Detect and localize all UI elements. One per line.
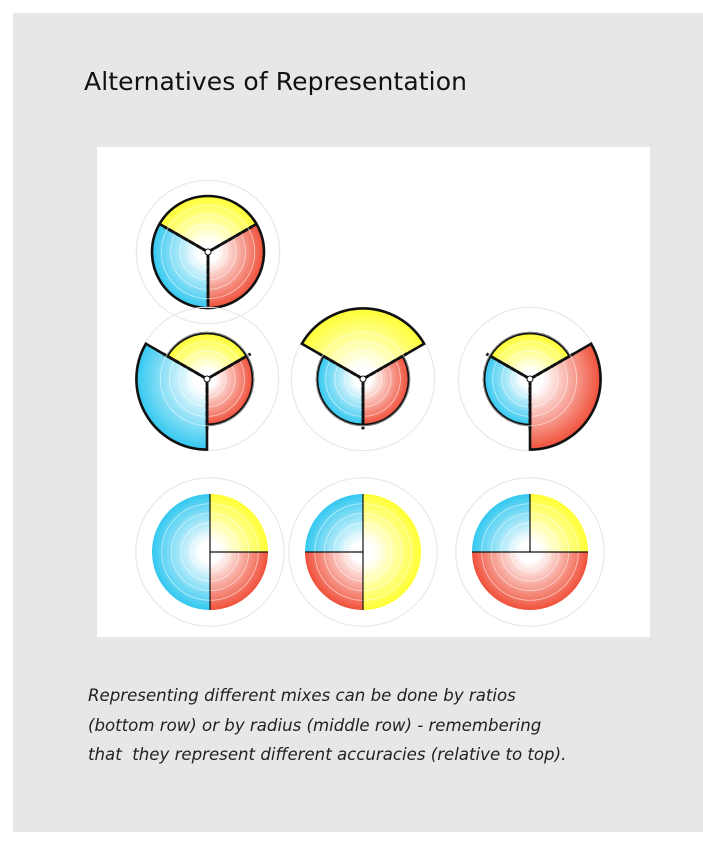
figure-caption: Representing different mixes can be done…: [88, 681, 698, 770]
divider-spoke: [162, 352, 208, 381]
accuracy-ring: [159, 331, 255, 427]
diagram-canvas: [97, 147, 650, 637]
segment-yellow: [530, 494, 588, 552]
guide-ring: [288, 477, 438, 627]
divider-spoke: [318, 352, 364, 381]
segment-blue: [305, 494, 363, 552]
center-dot: [204, 248, 212, 256]
divider-spoke: [207, 225, 253, 254]
guide-ring: [455, 477, 605, 627]
wheel-middle-2: [290, 306, 436, 452]
caption-line-3: that they represent different accuracies…: [88, 745, 567, 764]
wheel-top-equal: [135, 179, 281, 325]
wheel-middle-1: [134, 306, 280, 452]
center-dot: [359, 375, 367, 383]
representation-diagram: [134, 179, 605, 627]
caption-line-2: (bottom row) or by radius (middle row) -…: [88, 715, 542, 735]
divider-spoke: [485, 352, 531, 381]
segment-yellow: [210, 494, 268, 552]
guide-ring: [135, 477, 285, 627]
center-dot: [526, 375, 534, 383]
caption-line-1: Representing different mixes can be done…: [88, 686, 516, 705]
segment-red: [305, 552, 363, 610]
divider-spoke: [206, 352, 252, 381]
divider-spoke: [362, 352, 408, 381]
accuracy-ring: [315, 331, 411, 427]
divider-spoke: [529, 352, 575, 381]
segment-red: [210, 552, 268, 610]
accuracy-ring: [482, 331, 578, 427]
wheel-bottom-1: [135, 477, 285, 627]
divider-spoke: [163, 225, 209, 254]
wheel-bottom-2: [288, 477, 438, 627]
center-dot: [203, 375, 211, 383]
figure-panel: Alternatives of Representation Represent…: [13, 13, 703, 832]
page-title: Alternatives of Representation: [84, 67, 468, 96]
accuracy-ring: [160, 204, 256, 300]
segment-blue: [472, 494, 530, 552]
wheel-middle-3: [457, 306, 603, 452]
wheel-bottom-3: [455, 477, 605, 627]
guide-ring: [135, 179, 281, 325]
